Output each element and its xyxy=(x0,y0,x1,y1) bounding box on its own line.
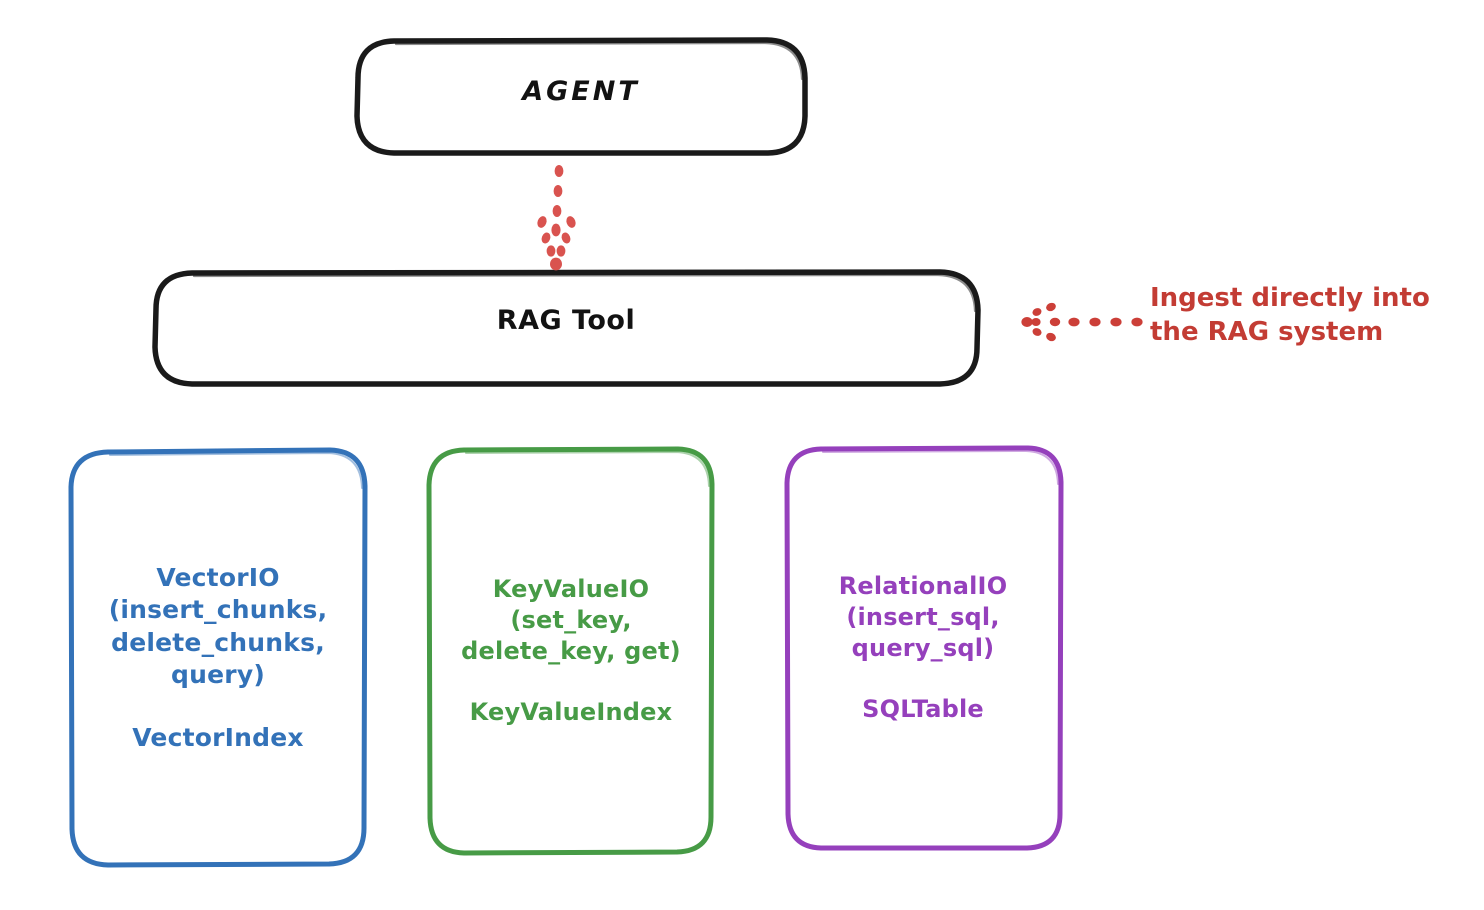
card-keyvalue-content: KeyValueIO (set_key, delete_key, get) Ke… xyxy=(432,452,710,850)
card-relational-interface: RelationalIO xyxy=(838,571,1008,600)
card-vector-operations: (insert_chunks, delete_chunks, query) xyxy=(108,595,328,690)
card-relational-operations: (insert_sql, query_sql) xyxy=(846,602,1000,662)
connector-agent-to-rag-tool xyxy=(537,165,576,271)
rag-tool-node-shape[interactable] xyxy=(152,269,981,387)
ingest-annotation-label: Ingest directly into the RAG system xyxy=(1150,283,1430,348)
agent-node-label: AGENT xyxy=(522,76,640,107)
card-keyvalue-operations: (set_key, delete_key, get) xyxy=(461,605,681,665)
card-keyvalue-index: KeyValueIndex xyxy=(469,698,673,727)
card-relational-content: RelationalIO (insert_sql, query_sql) SQL… xyxy=(790,451,1056,845)
card-keyvalue-interface: KeyValueIO xyxy=(492,574,650,603)
card-vector-interface: VectorIO xyxy=(156,562,280,592)
card-keyvalue-shape[interactable] xyxy=(426,446,715,856)
agent-node-shape[interactable] xyxy=(354,37,808,156)
card-vector-content: VectorIO (insert_chunks, delete_chunks, … xyxy=(74,455,362,861)
card-relational-shape[interactable] xyxy=(784,445,1064,851)
rag-tool-node-label: RAG Tool xyxy=(496,305,636,336)
card-relational-index: SQLTable xyxy=(862,695,984,724)
card-vector-index: VectorIndex xyxy=(132,722,304,752)
connector-annotation-to-rag-tool xyxy=(1021,302,1143,342)
card-vector-shape[interactable] xyxy=(68,447,368,868)
